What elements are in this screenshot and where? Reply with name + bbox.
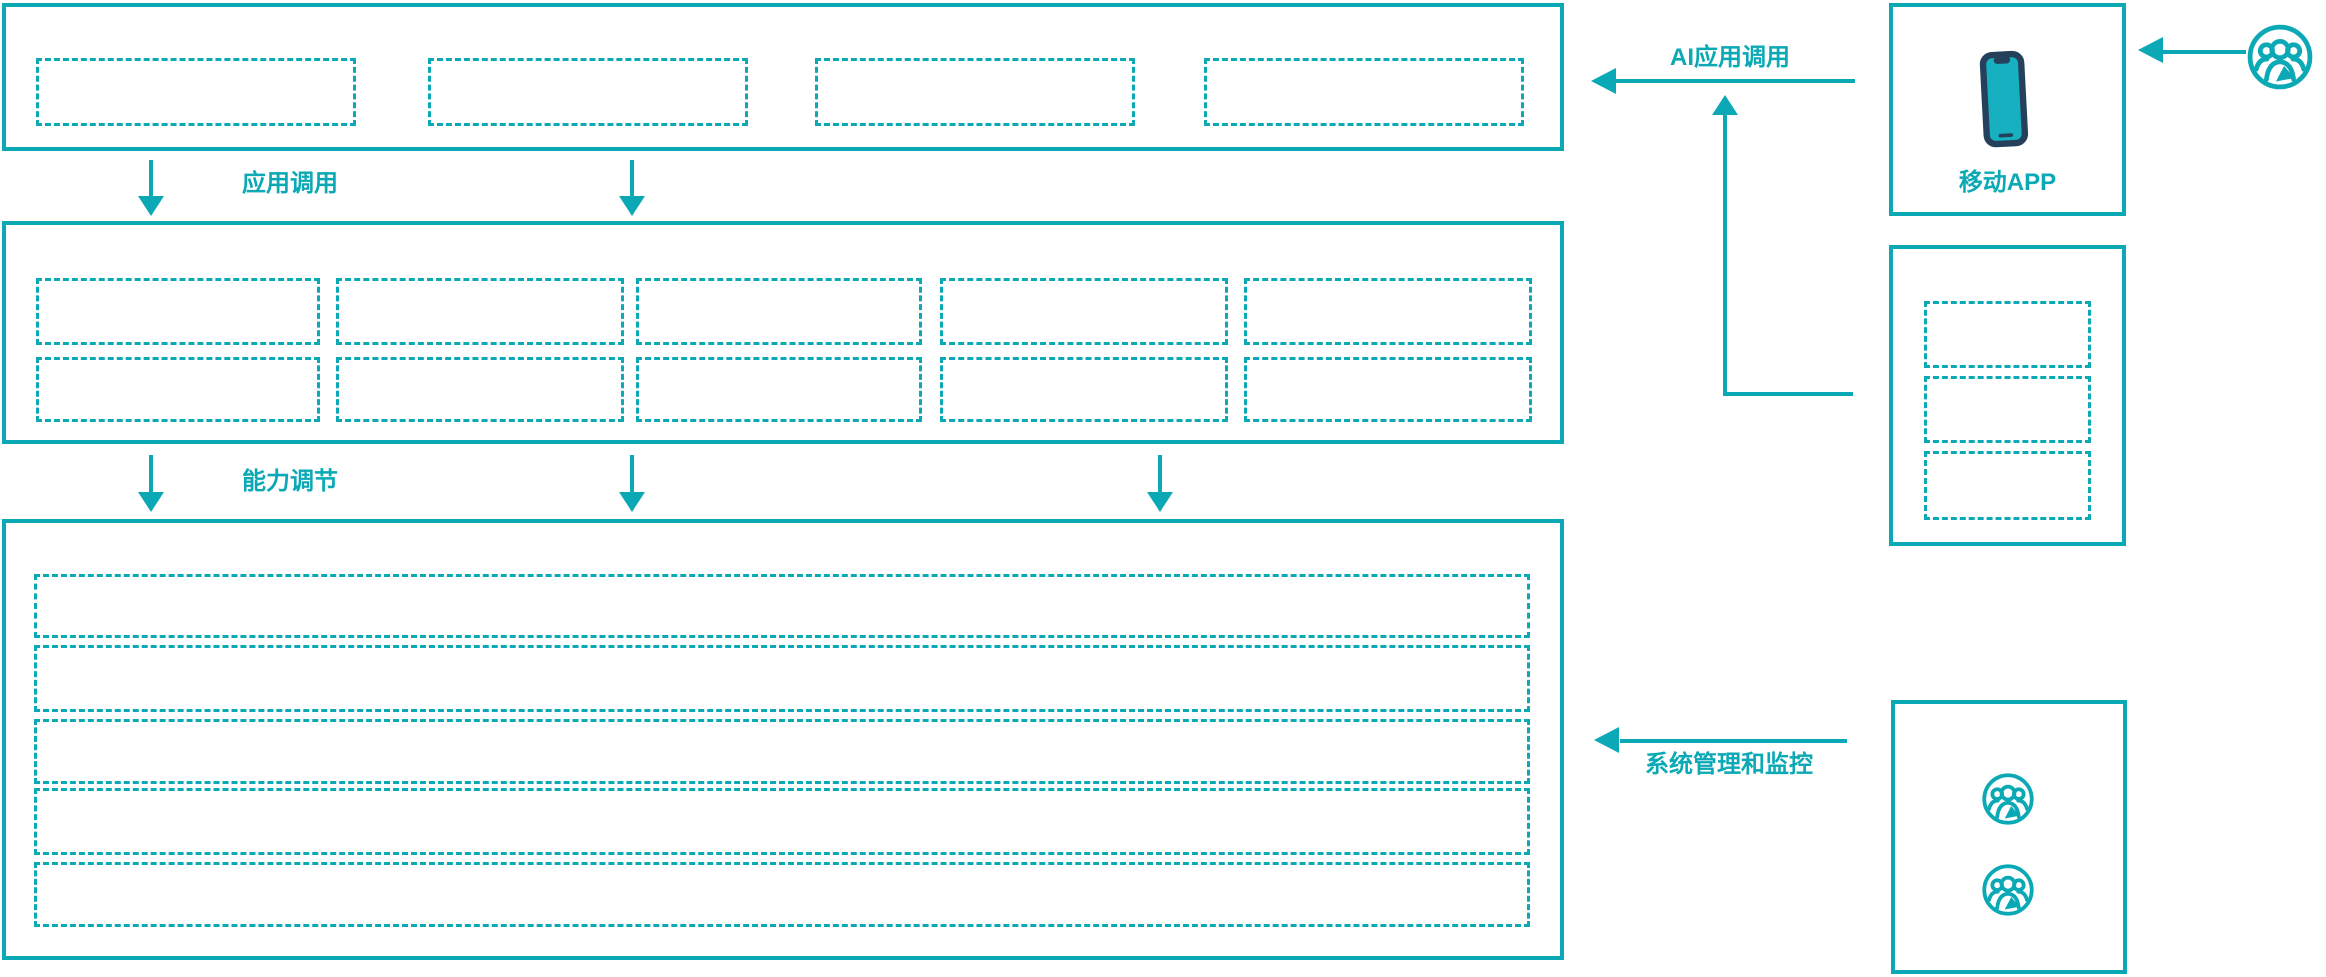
phone-icon	[1979, 50, 2029, 148]
middle-panel-placeholder-r2c2	[336, 357, 624, 422]
app-call-arrow-2-head	[619, 196, 645, 216]
system-monitor-arrow-head	[1594, 727, 1619, 753]
top-panel-placeholder-1	[36, 58, 356, 126]
middle-panel-placeholder-r1c2	[336, 278, 624, 345]
user-group-icon	[1982, 773, 2034, 825]
capability-arrow-3-head	[1147, 492, 1173, 512]
administrators-panel	[1891, 700, 2127, 974]
bottom-panel-layer-1	[34, 574, 1530, 638]
app-call-label: 应用调用	[242, 170, 338, 197]
middle-panel-placeholder-r2c4	[940, 357, 1228, 422]
ai-app-call-arrow-head	[1591, 68, 1616, 94]
top-panel-placeholder-3	[815, 58, 1135, 126]
feedback-arrow-vline	[1723, 115, 1727, 395]
top-panel-placeholder-4	[1204, 58, 1524, 126]
system-monitor-label: 系统管理和监控	[1645, 751, 1813, 778]
capability-arrow-3-line	[1158, 455, 1162, 493]
bottom-panel-layer-2	[34, 645, 1530, 712]
right-services-placeholder-2	[1924, 376, 2091, 443]
app-call-arrow-1-head	[138, 196, 164, 216]
ai-app-call-label: AI应用调用	[1670, 44, 1790, 71]
capability-arrow-2-head	[619, 492, 645, 512]
app-call-arrow-2-line	[630, 160, 634, 198]
capability-adjust-label: 能力调节	[242, 468, 338, 495]
user-to-app-arrow-line	[2162, 50, 2246, 54]
middle-panel-placeholder-r1c1	[36, 278, 320, 345]
bottom-panel-layer-4	[34, 788, 1530, 855]
user-group-icon	[1982, 864, 2034, 916]
right-services-placeholder-1	[1924, 301, 2091, 368]
app-call-arrow-1-line	[149, 160, 153, 198]
capability-arrow-2-line	[630, 455, 634, 493]
middle-panel-placeholder-r2c1	[36, 357, 320, 422]
top-panel-placeholder-2	[428, 58, 748, 126]
feedback-arrow-head	[1712, 95, 1738, 115]
middle-panel-placeholder-r2c3	[636, 357, 922, 422]
middle-panel-placeholder-r1c3	[636, 278, 922, 345]
capability-arrow-1-line	[149, 455, 153, 493]
user-to-app-arrow-head	[2138, 37, 2163, 63]
feedback-arrow-hline	[1723, 392, 1853, 396]
bottom-panel-layer-5	[34, 862, 1530, 927]
user-group-icon	[2247, 24, 2313, 90]
system-monitor-arrow-line	[1620, 739, 1847, 743]
capability-arrow-1-head	[138, 492, 164, 512]
ai-app-call-arrow-line	[1615, 79, 1855, 83]
middle-panel-placeholder-r1c5	[1244, 278, 1532, 345]
bottom-panel-layer-3	[34, 719, 1530, 784]
middle-panel-placeholder-r1c4	[940, 278, 1228, 345]
mobile-app-label: 移动APP	[1958, 169, 2057, 196]
middle-panel-placeholder-r2c5	[1244, 357, 1532, 422]
right-services-placeholder-3	[1924, 451, 2091, 520]
